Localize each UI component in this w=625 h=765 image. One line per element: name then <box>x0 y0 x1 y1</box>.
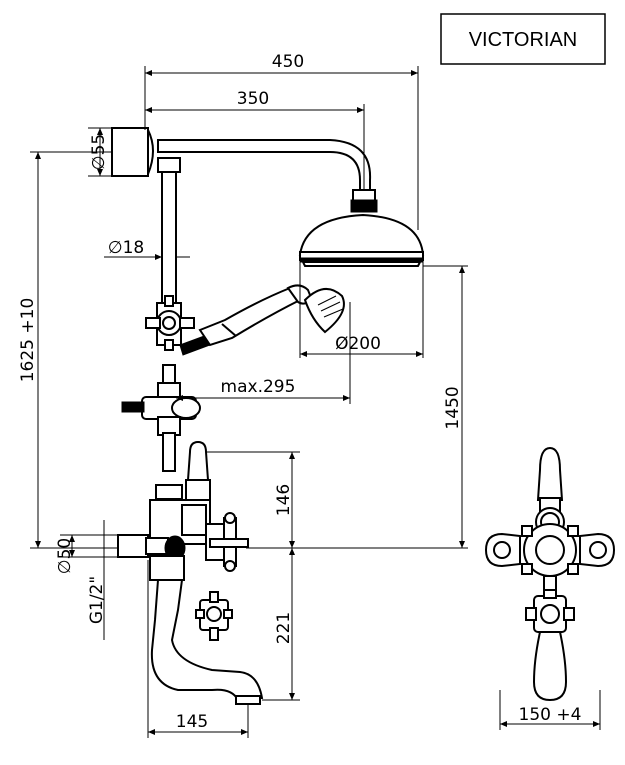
temperature-lever <box>536 446 564 501</box>
dim-450: 450 <box>272 52 304 72</box>
front-view: 150 +4 <box>484 446 616 730</box>
shower-holder <box>145 295 195 351</box>
riser-pipe <box>161 159 177 311</box>
dim-146: 146 <box>274 484 294 516</box>
dim-1450: 1450 <box>443 386 463 429</box>
dim-145: 145 <box>176 712 208 732</box>
dim-200: Ø200 <box>335 334 381 354</box>
side-view: 450 350 ∅55 ∅18 Ø200 max.295 1625 +10 14… <box>18 52 468 738</box>
model-name: VICTORIAN <box>469 29 578 51</box>
wall-flange <box>111 127 149 177</box>
flow-cross-handle <box>525 589 575 633</box>
dim-g12: G1/2" <box>87 576 107 624</box>
model-badge: VICTORIAN <box>440 13 606 65</box>
dim-1625: 1625 +10 <box>18 298 38 383</box>
dim-18: ∅18 <box>108 238 144 258</box>
dim-50: ∅50 <box>55 538 75 574</box>
dim-221: 221 <box>274 612 294 644</box>
shower-arm <box>157 139 372 191</box>
dim-350: 350 <box>237 89 269 109</box>
bath-spout <box>150 579 264 705</box>
rain-shower-head <box>298 213 425 256</box>
diverter <box>121 364 201 472</box>
dim-150: 150 +4 <box>519 705 582 725</box>
dim-max295: max.295 <box>221 377 296 397</box>
valve-body <box>117 440 249 581</box>
hand-shower <box>198 284 345 347</box>
